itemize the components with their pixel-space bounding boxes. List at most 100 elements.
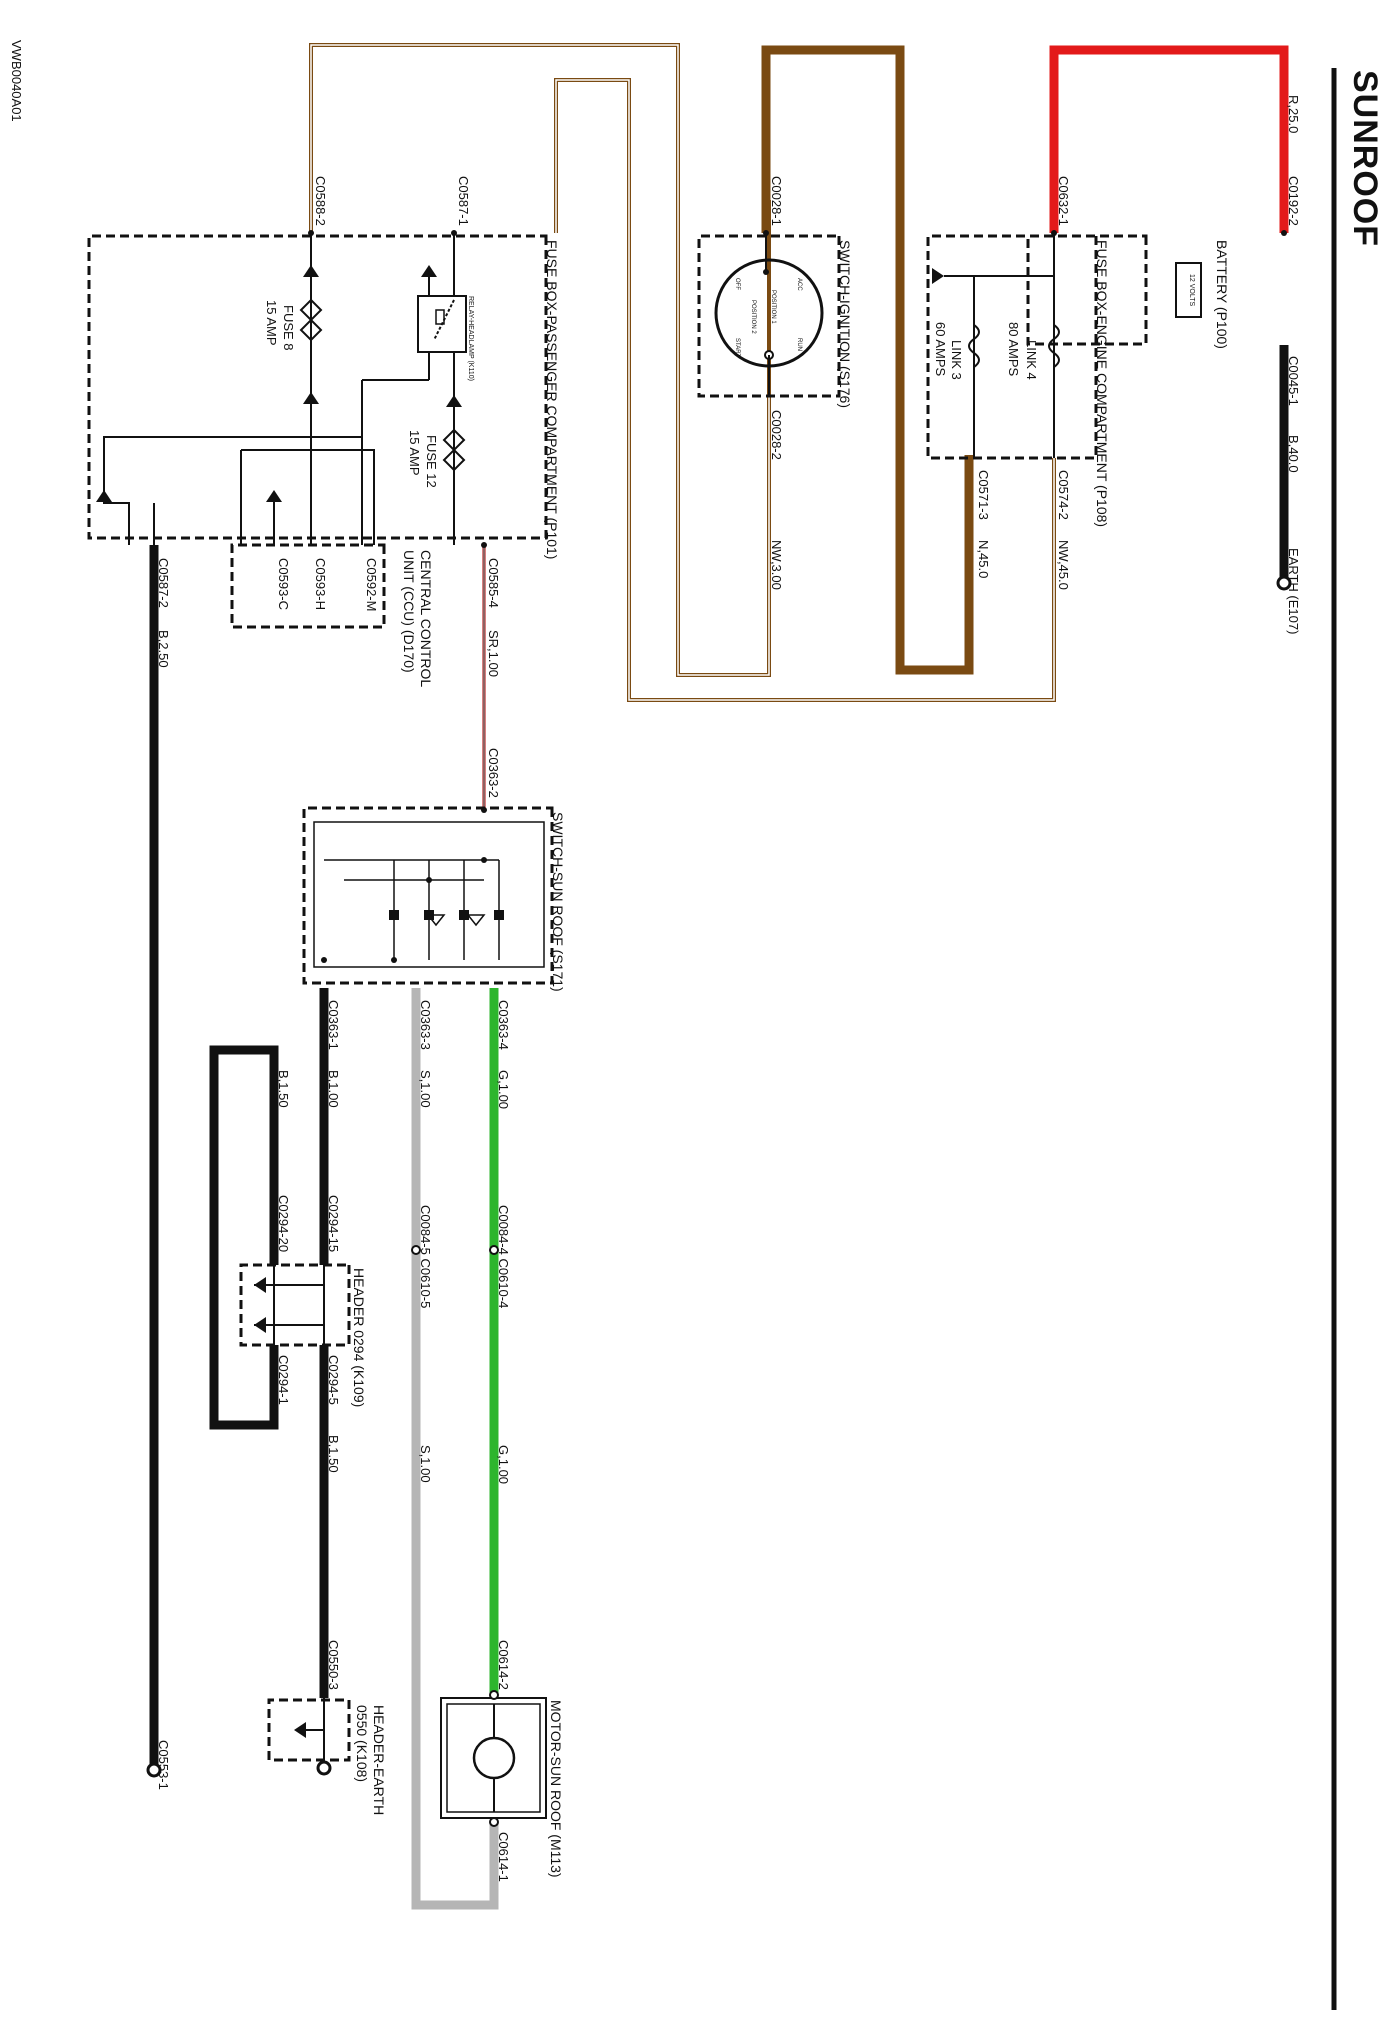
battery-label: BATTERY (P100): [1214, 240, 1230, 349]
fuse-box-passenger: [87, 234, 548, 540]
passenger-arrow-3-icon: [266, 490, 282, 502]
sunroof-diode-1-icon: [494, 910, 504, 920]
fuse12-label: FUSE 12: [424, 435, 439, 488]
conn-c0588-2: C0588-2: [313, 176, 328, 226]
wire-b150-loop: [209, 1045, 279, 1430]
sunroof-diode-tri-2-icon: [426, 914, 446, 927]
relay-contact-icon: [433, 299, 455, 341]
wire-grey: [411, 988, 499, 1910]
inline-conn-green: [489, 1245, 499, 1255]
earth-e107-label: EARTH (E107): [1286, 548, 1301, 634]
fuse-box-passenger-label: FUSE BOX-PASSENGER COMPARTMENT (P101): [544, 240, 560, 559]
dot-c0587: [451, 230, 457, 236]
ccu-label-2: UNIT (CCU) (D170): [401, 550, 417, 673]
dot-c0614-1: [489, 1817, 499, 1827]
sunroof-switch-internal: [313, 821, 545, 968]
wire-label-nw450: NW,45.0: [1056, 540, 1071, 590]
battery-box: [1026, 234, 1148, 346]
fuse8-arrow2-icon: [303, 392, 319, 404]
ign-start-label: START: [734, 338, 740, 357]
wire-label-r250: R,25.0: [1286, 95, 1301, 133]
ign-run-label: RUN: [796, 338, 802, 351]
conn-c0632-1: C0632-1: [1056, 176, 1071, 226]
wire-label-g100a: G,1.00: [496, 1070, 511, 1109]
wire-label-sr100: SR,1.00: [486, 630, 501, 677]
conn-c0614-2: C0614-2: [496, 1640, 511, 1690]
header-arrow-2-icon: [254, 1317, 266, 1333]
battery-volts-label: 12 VOLTS: [1188, 274, 1195, 306]
motor-icon: [472, 1736, 516, 1780]
fuse-box-engine-label: FUSE BOX-ENGINE COMPARTMENT (P108): [1094, 240, 1110, 527]
dot-c0614-2: [489, 1690, 499, 1700]
header-earth-terminal: [316, 1760, 332, 1776]
engine-arrow-icon: [932, 268, 944, 284]
wire-nw450-inner: [555, 79, 1055, 701]
conn-c0587-1: C0587-1: [456, 176, 471, 226]
wire-label-b150a: B,1.50: [276, 1070, 291, 1108]
header-earth-arrow-icon: [294, 1722, 306, 1738]
dot-c0363-2: [481, 807, 487, 813]
relay-label: RELAY-HEADLAMP (K110): [467, 296, 474, 381]
ign-pos1-label: POSITION 1: [770, 290, 776, 324]
wire-label-s100a: S,1.00: [418, 1070, 433, 1108]
switch-sunroof-box: [302, 806, 554, 985]
wire-label-b100: B,1.00: [326, 1070, 341, 1108]
conn-c0593-c: C0593-C: [276, 558, 291, 610]
header-earth-label-1: HEADER-EARTH: [371, 1705, 387, 1815]
ign-pos2-label: POSITION 2: [750, 300, 756, 334]
reference-code: VWB0040A01: [9, 40, 24, 122]
fuse12-rating: 15 AMP: [407, 430, 422, 476]
wire-brown-ignition: [761, 45, 974, 675]
conn-c0294-1: C0294-1: [276, 1355, 291, 1405]
conn-c0571-3: C0571-3: [976, 470, 991, 520]
passenger-internal-1: [103, 436, 362, 545]
dot-c0632: [1051, 230, 1057, 236]
link4-label: LINK 4: [1024, 340, 1039, 380]
sunroof-diode-2-icon: [459, 910, 469, 920]
dot-c0588: [308, 230, 314, 236]
inline-conn-grey: [411, 1245, 421, 1255]
link3-rating: 60 AMPS: [933, 322, 948, 377]
conn-c0592-m: C0592-M: [364, 558, 379, 611]
sunroof-node-2: [426, 877, 432, 883]
conn-c0294-5: C0294-5: [326, 1355, 341, 1405]
earth-c0553-terminal: [146, 1762, 162, 1778]
conn-c0553-1: C0553-1: [156, 1740, 171, 1790]
conn-c0363-3: C0363-3: [418, 1000, 433, 1050]
fuse12-icon: [442, 428, 466, 472]
conn-c0084-5: C0084-5 C0610-5: [418, 1205, 433, 1308]
header-0294-box: [239, 1263, 351, 1347]
fuse8-rating: 15 AMP: [264, 300, 279, 346]
sunroof-diode-4-icon: [389, 910, 399, 920]
header-arrow-1-icon: [254, 1277, 266, 1293]
conn-c0294-15: C0294-15: [326, 1195, 341, 1252]
relay-coil-icon: [435, 309, 445, 325]
link3-fuse-icon: [968, 324, 980, 368]
link4-rating: 80 AMPS: [1006, 322, 1021, 377]
conn-c0363-1: C0363-1: [326, 1000, 341, 1050]
conn-c0084-4: C0084-4 C0610-4: [496, 1205, 511, 1308]
conn-c0045-1: C0045-1: [1286, 356, 1301, 406]
fuse12-arrow-icon: [446, 395, 462, 407]
conn-c0363-4: C0363-4: [496, 1000, 511, 1050]
conn-c0028-2: C0028-2: [769, 410, 784, 460]
battery-symbol: [1175, 262, 1202, 318]
wire-red-battery: [1049, 45, 1289, 233]
wire-nw450-outer: [554, 78, 1056, 702]
header-earth-box: [267, 1698, 351, 1762]
conn-c0574-2: C0574-2: [1056, 470, 1071, 520]
wire-label-nw300: NW,3.00: [769, 540, 784, 590]
conn-c0550-3: C0550-3: [326, 1640, 341, 1690]
fuse8-icon: [299, 298, 323, 342]
ign-off-label: OFF: [734, 278, 740, 290]
ccu-box: [230, 543, 386, 629]
header-earth-label-2: 0550 (K108): [354, 1705, 370, 1782]
wire-label-b250: B,2.50: [156, 630, 171, 668]
switch-sunroof-label: SWITCH-SUN ROOF (S171): [550, 812, 566, 992]
relay-arrow-icon: [421, 265, 437, 277]
sunroof-node-4: [321, 957, 327, 963]
earth-e107-terminal: [1276, 575, 1292, 591]
conn-c0614-1: C0614-1: [496, 1832, 511, 1882]
header-0294-label: HEADER 0294 (K109): [351, 1268, 367, 1407]
